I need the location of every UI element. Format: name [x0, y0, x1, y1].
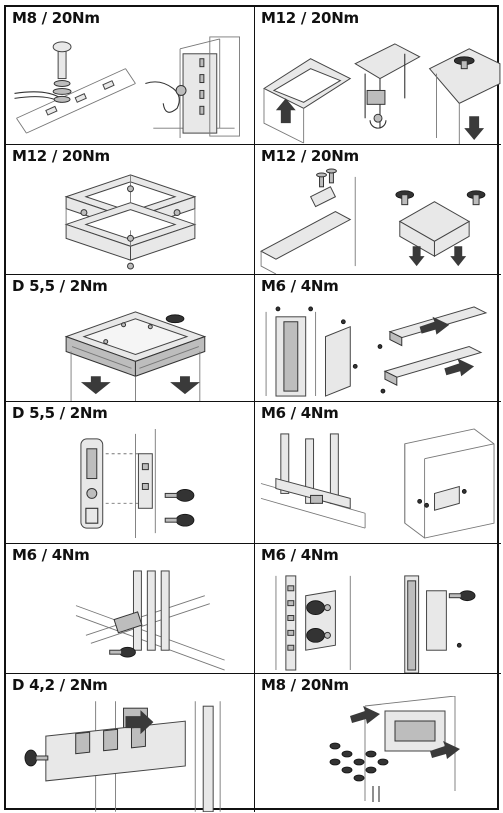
profile-mounting-illustration — [265, 306, 488, 397]
panel-5: D 5,5 / 2Nm — [6, 275, 255, 402]
torque-label: D 4,2 / 2Nm — [12, 676, 108, 694]
panel-11: D 4,2 / 2Nm — [6, 674, 255, 812]
torque-label: D 5,5 / 2Nm — [12, 404, 108, 422]
cross-strut-illustration — [75, 570, 225, 671]
lock-handle-illustration — [80, 428, 195, 539]
grounding-bolt-illustration — [14, 36, 240, 139]
panel-8: M6 / 4Nm — [255, 402, 501, 544]
frame-corner-bolting-illustration — [262, 43, 501, 144]
torque-label: M6 / 4Nm — [261, 277, 339, 295]
torque-label: M6 / 4Nm — [261, 404, 339, 422]
torque-label: M6 / 4Nm — [12, 546, 90, 564]
panel-4: M12 / 20Nm — [255, 145, 501, 275]
torque-label: M12 / 20Nm — [261, 147, 359, 165]
mounting-rail-illustration — [260, 428, 495, 539]
instruction-grid: M8 / 20Nm — [4, 5, 501, 812]
panel-7: D 5,5 / 2Nm — [6, 402, 255, 544]
roof-panel-illustration — [64, 311, 207, 401]
torque-label: M8 / 20Nm — [12, 9, 100, 27]
panel-6: M6 / 4Nm — [255, 275, 501, 402]
panel-9: M6 / 4Nm — [6, 544, 255, 674]
hardware-set-illustration — [329, 696, 460, 802]
torque-label: M12 / 20Nm — [12, 147, 110, 165]
torque-label: D 5,5 / 2Nm — [12, 277, 108, 295]
panel-12: M8 / 20Nm — [255, 674, 501, 812]
panel-10: M6 / 4Nm — [255, 544, 501, 674]
front-panel-illustration — [24, 701, 221, 812]
panel-3: M12 / 20Nm — [6, 145, 255, 275]
top-frame-bracket-illustration — [260, 168, 486, 274]
panel-2: M12 / 20Nm — [255, 7, 501, 145]
panel-1: M8 / 20Nm — [6, 7, 255, 145]
torque-label: M12 / 20Nm — [261, 9, 359, 27]
torque-label: M8 / 20Nm — [261, 676, 349, 694]
base-frame-stack-illustration — [64, 174, 197, 270]
torque-label: M6 / 4Nm — [261, 546, 339, 564]
perforated-upright-illustration — [275, 575, 476, 673]
